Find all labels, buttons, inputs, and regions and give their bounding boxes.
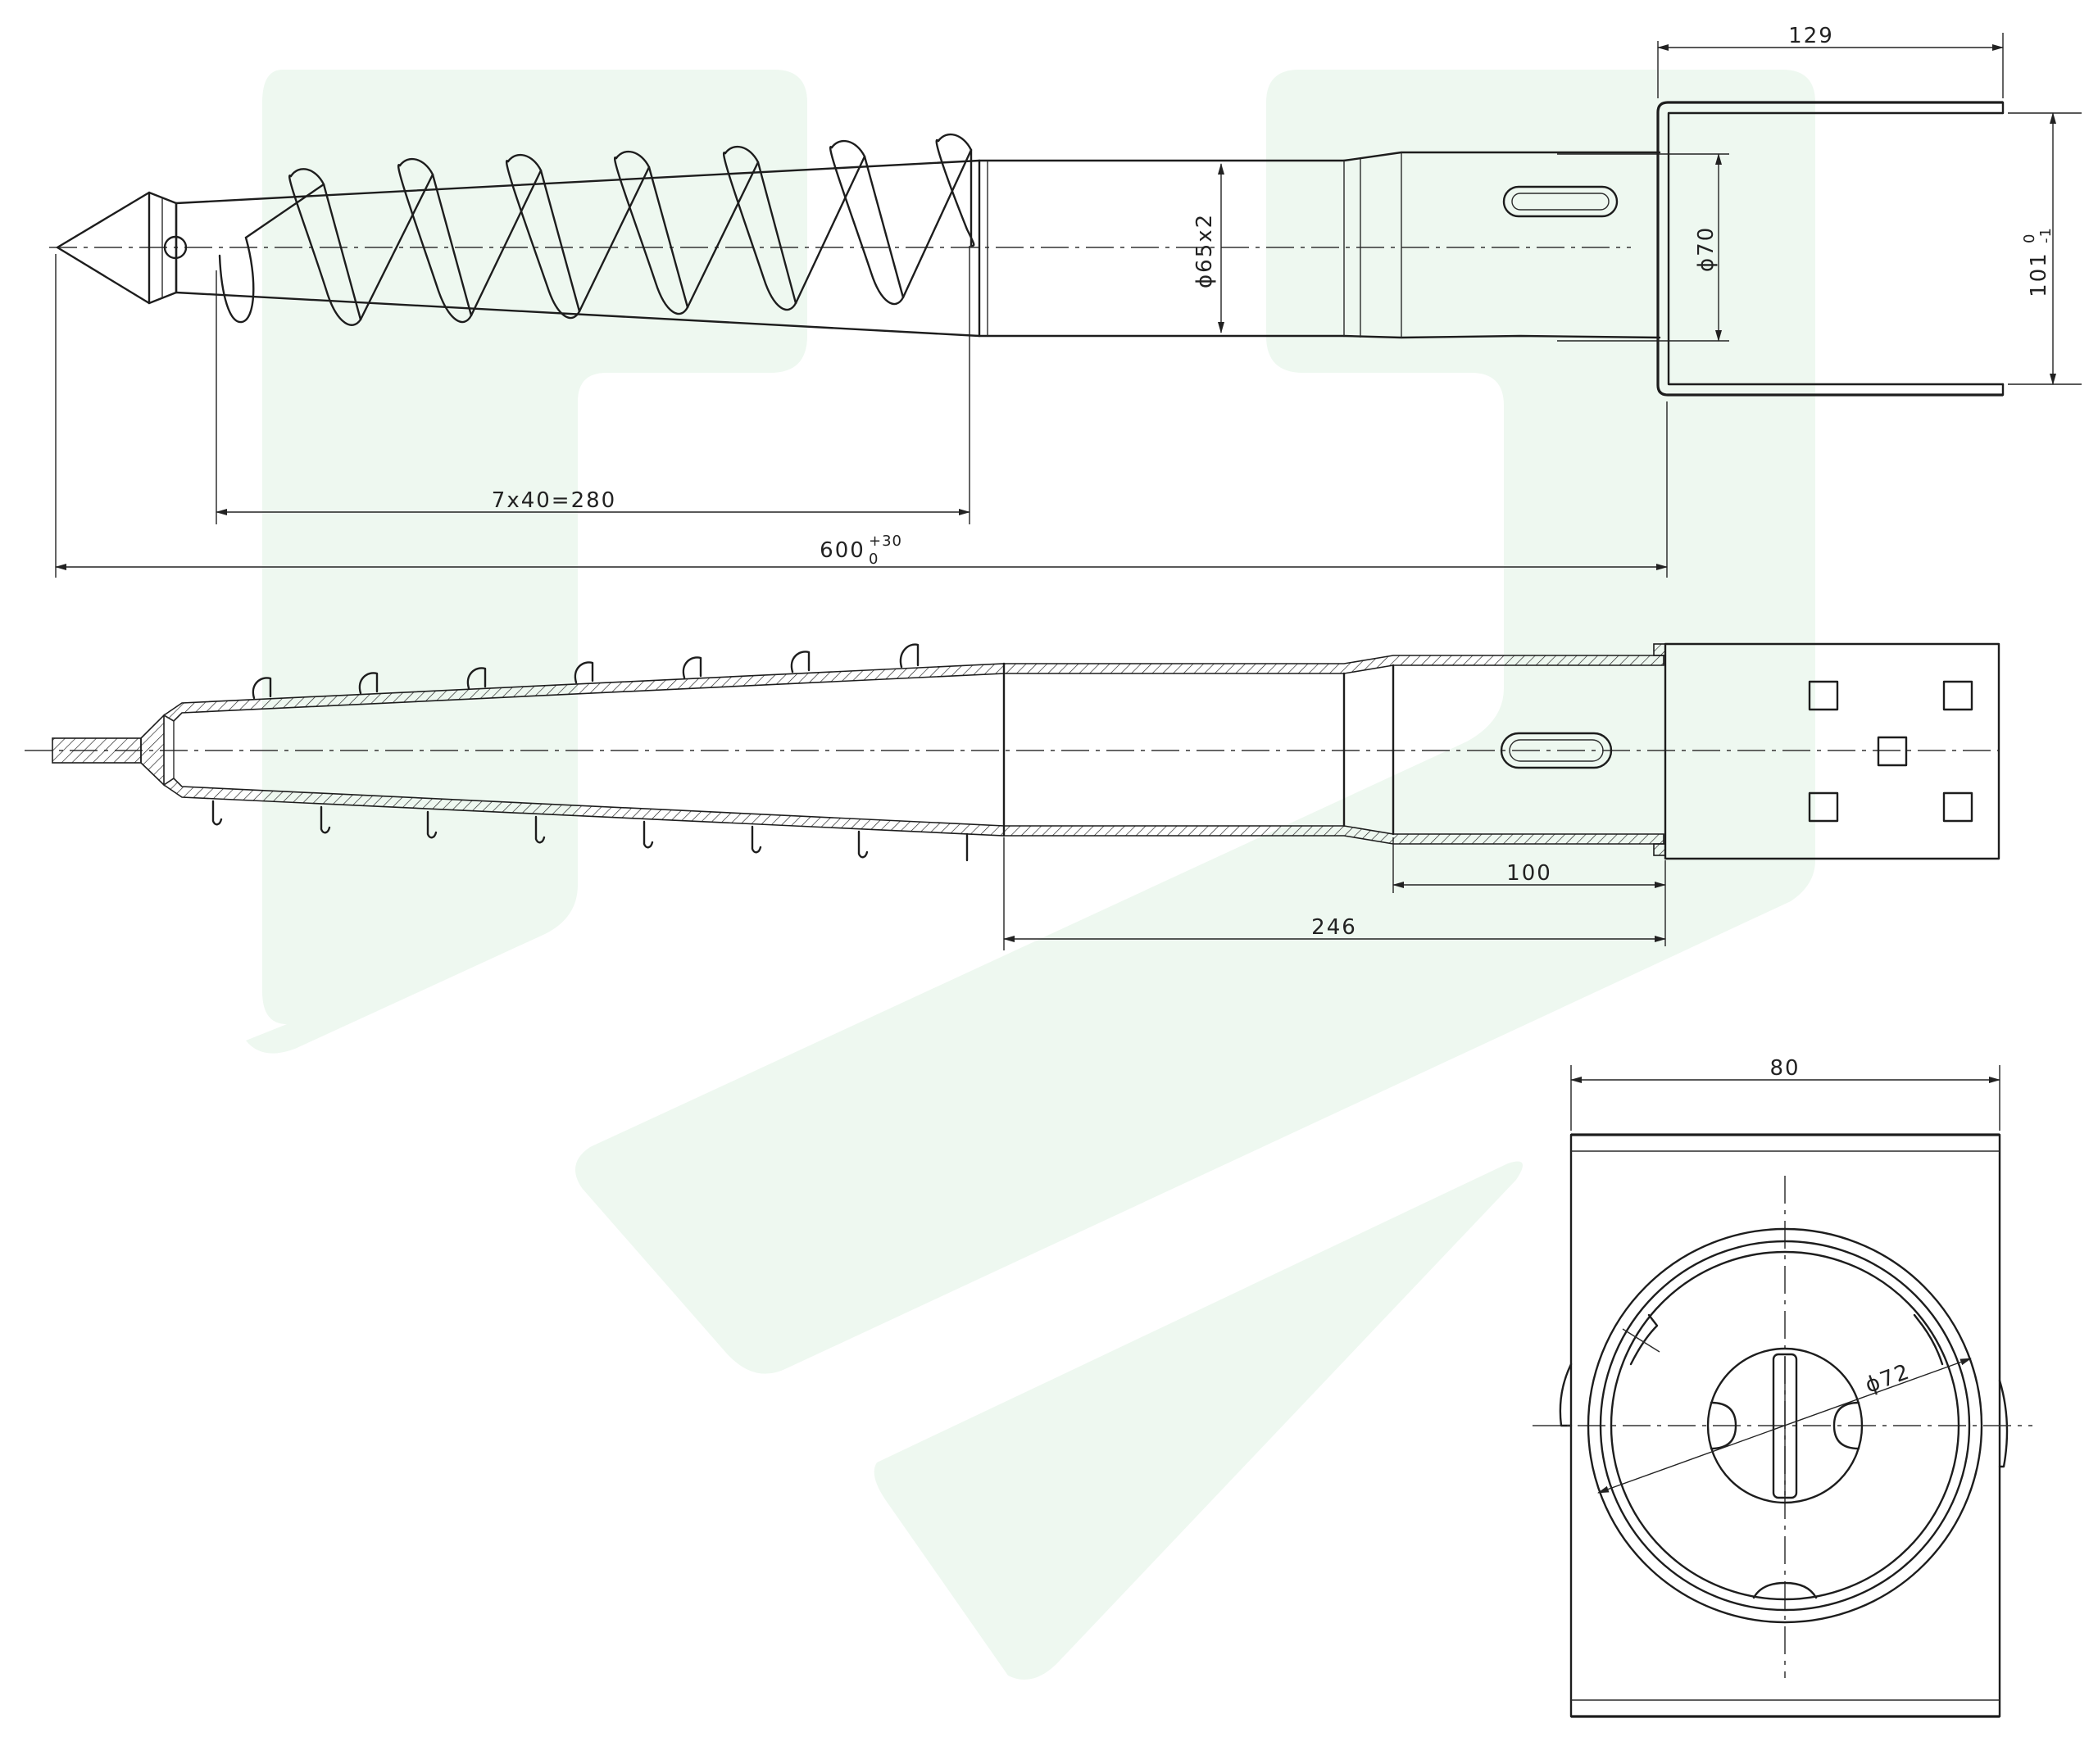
tip-cone — [56, 191, 188, 305]
dim-bracket-height-sub: -1 — [2037, 227, 2055, 243]
top-view: 129 101 0 -1 ϕ65x2 ϕ70 7x40=280 — [49, 24, 2082, 578]
dim-circle-diameter: ϕ72 — [1862, 1359, 1914, 1398]
wall-top-straight — [1003, 655, 1664, 674]
end-plate — [1664, 642, 2000, 860]
dim-length: 600 — [820, 538, 865, 563]
dim-bracket-height: 101 — [2027, 252, 2051, 297]
u-bracket — [1656, 101, 2005, 397]
section-fins — [211, 643, 969, 862]
section-dimensions: 100 246 — [1003, 837, 1666, 950]
top-dimensions: 129 101 0 -1 ϕ65x2 ϕ70 7x40=280 — [55, 24, 2082, 578]
dim-length-sub: 0 — [869, 551, 879, 568]
dim-bracket-height-sup: 0 — [2021, 234, 2038, 243]
dim-pitch: 7x40=280 — [492, 488, 616, 513]
end-view: 80 ϕ72 — [1533, 1056, 2032, 1718]
section-view: 100 246 — [25, 642, 2000, 950]
straight-tube — [978, 151, 1661, 339]
wall-bottom-straight — [1003, 825, 1664, 845]
dim-offset-100: 100 — [1506, 861, 1552, 886]
helix-flights — [218, 133, 975, 326]
watermark-logo — [246, 70, 1815, 1680]
dim-tube-diameter: ϕ65x2 — [1192, 213, 1217, 288]
dim-bracket-diameter: ϕ70 — [1694, 226, 1719, 272]
dim-length-sup: +30 — [869, 533, 902, 550]
section-slot — [1500, 732, 1613, 769]
tip-rod — [52, 737, 142, 764]
dim-end-width: 80 — [1769, 1056, 1800, 1081]
dim-offset-246: 246 — [1311, 915, 1357, 940]
dim-bracket-width: 129 — [1788, 24, 1834, 48]
